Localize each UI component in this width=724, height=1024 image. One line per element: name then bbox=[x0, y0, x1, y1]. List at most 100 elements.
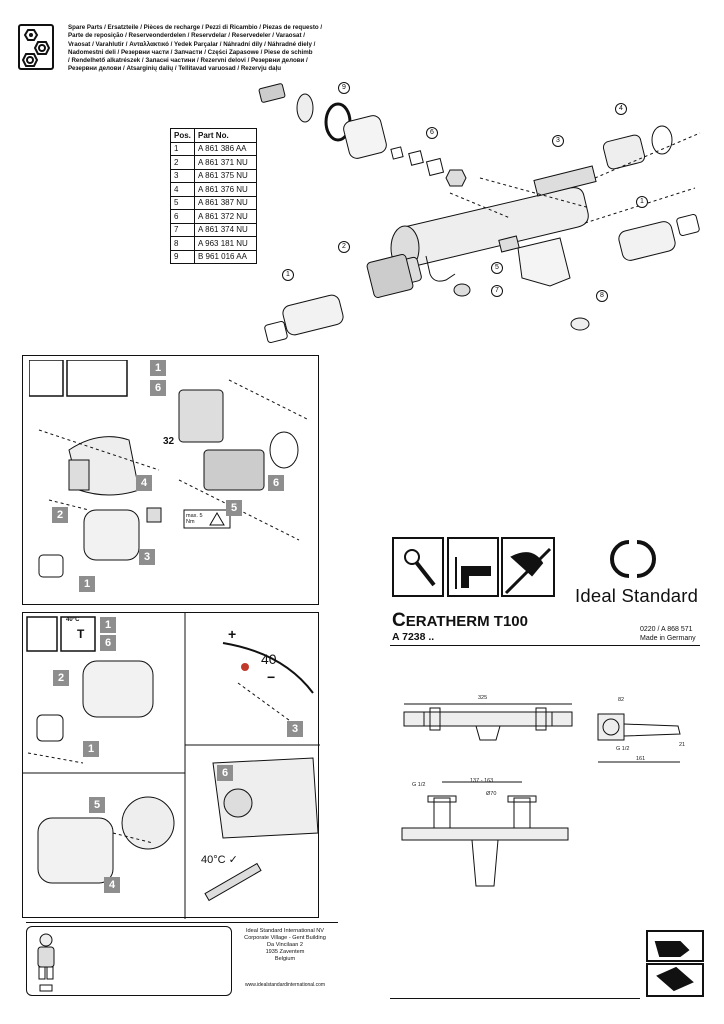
dim-centers: 137 - 163 bbox=[470, 778, 494, 784]
step-2: 2 bbox=[53, 670, 69, 686]
temperature-calibration-panel: 1 6 40°C T + 40 − 1 2 3 4 5 6 40°C ✓ bbox=[22, 612, 320, 919]
product-title: CERATHERM T100 bbox=[392, 610, 528, 631]
part-cell: A 861 374 NU bbox=[194, 222, 257, 237]
heading-line: Nadomestni deli / Резервни части / Запча… bbox=[68, 48, 313, 56]
callout-8: 8 bbox=[596, 290, 608, 302]
address-block: Ideal Standard International NV Corporat… bbox=[232, 928, 338, 963]
cleaning-icons bbox=[646, 930, 704, 997]
heading-line: Parte de reposição / Reserveonderdelen /… bbox=[68, 32, 305, 40]
step-5: 5 bbox=[226, 500, 242, 516]
thermo-letter: T bbox=[77, 627, 85, 641]
heading-line: / Rendelhető alkatrészek / Запасні части… bbox=[68, 57, 308, 65]
step-1: 1 bbox=[83, 741, 99, 757]
callout-7: 7 bbox=[491, 285, 503, 297]
pos-header: Pos. bbox=[170, 128, 195, 143]
callout-3: 3 bbox=[552, 135, 564, 147]
part-cell: A 861 376 NU bbox=[194, 182, 257, 197]
part-cell: A 861 375 NU bbox=[194, 168, 257, 183]
dim-thread-top: G 1/2 bbox=[412, 782, 426, 788]
step-4: 4 bbox=[104, 877, 120, 893]
part-cell: A 861 387 NU bbox=[194, 195, 257, 210]
installer-figure-icon bbox=[37, 933, 55, 992]
callout-6: 6 bbox=[426, 127, 438, 139]
part-cell: B 961 016 AA bbox=[194, 249, 257, 264]
callout-9: 9 bbox=[338, 82, 350, 94]
brand-logo-icon bbox=[610, 540, 656, 578]
made-in: Made in Germany bbox=[640, 635, 696, 642]
sequence-end: 6 bbox=[150, 380, 166, 396]
address-line: Ideal Standard International NV bbox=[245, 928, 325, 934]
dimension-drawing bbox=[401, 703, 681, 887]
thermo-label: 40°C bbox=[66, 617, 80, 623]
step-6: 6 bbox=[268, 475, 284, 491]
doc-code: 0220 / A 868 571 bbox=[640, 626, 693, 633]
pos-cell: 6 bbox=[170, 209, 195, 224]
step-6: 6 bbox=[217, 765, 233, 781]
dim-diameter: Ø70 bbox=[486, 791, 497, 797]
spare-parts-icon bbox=[18, 24, 54, 70]
dim-depth: 82 bbox=[618, 697, 625, 703]
calibration-drawing bbox=[23, 613, 320, 919]
step-3: 3 bbox=[139, 549, 155, 565]
callout-2: 2 bbox=[338, 241, 350, 253]
step-4: 4 bbox=[136, 475, 152, 491]
part-cell: A 861 386 AA bbox=[194, 141, 257, 156]
sequence-start: 1 bbox=[100, 617, 116, 633]
table-header-row: Pos. Part No. bbox=[170, 128, 257, 143]
step-1: 1 bbox=[79, 576, 95, 592]
scale-plus: + bbox=[228, 626, 237, 642]
cartridge-replacement-panel: 1 6 32 max. 5 Nm 1 2 3 4 5 6 bbox=[22, 355, 319, 605]
pos-cell: 8 bbox=[170, 236, 195, 251]
step-5: 5 bbox=[89, 797, 105, 813]
dim-height: 21 bbox=[679, 742, 686, 748]
address-line: 1935 Zaventem bbox=[265, 949, 305, 955]
scale-value: 40 bbox=[261, 651, 277, 667]
callout-1-right: 1 bbox=[636, 196, 648, 208]
step-3: 3 bbox=[287, 721, 303, 737]
heading-line: Vraosat / Varahlutir / Ανταλλακτικό / Ye… bbox=[68, 40, 316, 48]
document-reference: 0220 / A 868 571 Made in Germany bbox=[640, 625, 696, 643]
callout-5: 5 bbox=[491, 262, 503, 274]
sequence-start: 1 bbox=[150, 360, 166, 376]
pos-cell: 1 bbox=[170, 141, 195, 156]
address-line: Da Vincilaan 2 bbox=[267, 942, 303, 948]
product-code: A 7238 .. bbox=[392, 631, 435, 643]
step-2: 2 bbox=[52, 507, 68, 523]
dim-projection: 161 bbox=[636, 756, 646, 762]
footer-box bbox=[26, 926, 232, 996]
heading-line: Резервни делови / Atsarginių dalių / Tel… bbox=[68, 65, 282, 73]
divider bbox=[390, 998, 640, 999]
pos-cell: 4 bbox=[170, 182, 195, 197]
divider bbox=[26, 922, 338, 923]
pos-cell: 3 bbox=[170, 168, 195, 183]
torque-label: max. 5 Nm bbox=[186, 513, 203, 525]
part-cell: A 861 372 NU bbox=[194, 209, 257, 224]
dim-width: 325 bbox=[478, 695, 488, 701]
check-temperature-label: 40°C ✓ bbox=[201, 854, 238, 866]
callout-1-left: 1 bbox=[282, 269, 294, 281]
part-cell: A 963 181 NU bbox=[194, 236, 257, 251]
warning-icons bbox=[392, 537, 555, 597]
pos-cell: 5 bbox=[170, 195, 195, 210]
wrench-size-label: 32 bbox=[163, 436, 175, 447]
website-link[interactable]: www.idealstandardinternational.com bbox=[244, 982, 326, 988]
pos-cell: 7 bbox=[170, 222, 195, 237]
part-cell: A 861 371 NU bbox=[194, 155, 257, 170]
scale-minus: − bbox=[267, 669, 276, 685]
dim-thread-side: G 1/2 bbox=[616, 746, 630, 752]
cartridge-replacement-drawing bbox=[29, 360, 310, 578]
callout-4: 4 bbox=[615, 103, 627, 115]
pos-cell: 2 bbox=[170, 155, 195, 170]
sequence-end: 6 bbox=[100, 635, 116, 651]
exploded-view-drawing bbox=[258, 83, 701, 344]
